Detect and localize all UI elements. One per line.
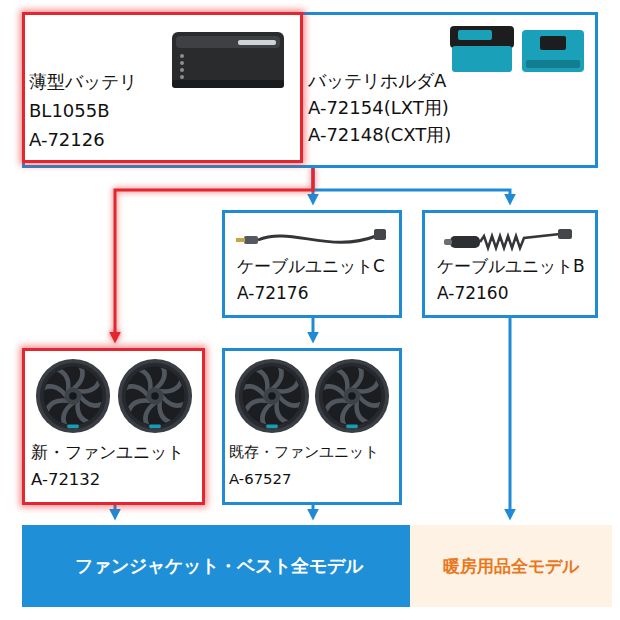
part-number: A-72154(LXT用) — [308, 94, 451, 121]
part-number: A-72126 — [29, 125, 137, 154]
cable-wire — [258, 236, 376, 242]
connector-arrow — [312, 318, 315, 334]
connector-arrow — [115, 168, 313, 334]
text-group: 暖房用品全モデル — [410, 525, 612, 607]
cable-unit-box: ケーブルユニットCA-72176 — [222, 210, 402, 318]
text-group: ケーブルユニットBA-72160 — [437, 253, 585, 307]
text-group: 既存・ファンユニットA-67527 — [229, 439, 379, 493]
text-group: ファンジャケット・ベスト全モデル — [22, 525, 416, 607]
battery-base — [172, 80, 284, 88]
holder-body — [522, 30, 584, 72]
text-group: バッテリホルダAA-72154(LXT用)A-72148(CXT用) — [308, 67, 451, 148]
connector-arrow — [114, 505, 117, 511]
holder-port — [540, 36, 566, 50]
holder-top — [450, 26, 514, 48]
fan-illustrations — [36, 359, 389, 433]
part-number: A-67527 — [229, 466, 379, 493]
holder-body — [452, 46, 512, 72]
cable-c-illustration — [236, 229, 386, 244]
cable-b-illustration — [444, 229, 572, 248]
battery-holder-box: バッテリホルダAA-72154(LXT用)A-72148(CXT用) 薄型バッテリ… — [22, 12, 598, 168]
cable-plug-tip — [444, 239, 452, 245]
connector-arrow — [509, 318, 512, 511]
fan-unit-box: 新・ファンユニットA-72132 — [22, 348, 205, 505]
target-band: 暖房用品全モデル — [410, 525, 612, 607]
part-number: A-72160 — [437, 280, 585, 307]
target-band: ファンジャケット・ベスト全モデル — [22, 525, 416, 607]
part-name: バッテリホルダA — [308, 67, 451, 94]
cable-plug — [244, 236, 258, 244]
part-name: 既存・ファンユニット — [229, 439, 379, 466]
text-group: 薄型バッテリBL1055BA-72126 — [29, 67, 137, 154]
battery-indicator — [180, 54, 184, 58]
fan-unit-box: 既存・ファンユニットA-67527 — [222, 348, 402, 505]
part-name: 暖房用品全モデル — [443, 553, 579, 579]
cable-coil — [480, 234, 560, 248]
cable-plug — [558, 229, 572, 239]
connector-arrow — [313, 168, 510, 196]
text-group: 新・ファンユニットA-72132 — [31, 439, 184, 493]
fan-illustration — [235, 359, 309, 433]
part-name: ファンジャケット・ベスト全モデル — [75, 553, 363, 579]
part-name: ケーブルユニットC — [237, 253, 385, 280]
fan-illustration — [118, 359, 192, 433]
battery-top — [176, 36, 280, 48]
cable-pin — [236, 238, 245, 242]
battery-indicator — [180, 68, 184, 72]
battery-box: 薄型バッテリBL1055BA-72126 — [22, 12, 303, 163]
battery-body — [172, 32, 284, 88]
cable-plug — [374, 229, 386, 240]
battery-illustration — [172, 32, 284, 88]
holder-label — [458, 30, 492, 40]
cable-plug — [450, 236, 480, 248]
part-number: A-72176 — [237, 280, 385, 307]
holder-base — [526, 60, 580, 68]
part-name: 薄型バッテリ — [29, 67, 137, 96]
part-name: ケーブルユニットB — [437, 253, 585, 280]
fan-illustration — [315, 359, 389, 433]
part-name: 新・ファンユニット — [31, 439, 184, 466]
battery-logo-mark — [238, 40, 276, 45]
connector-arrow — [312, 505, 315, 511]
part-number: A-72148(CXT用) — [308, 121, 451, 148]
battery-holder-illustration — [450, 26, 584, 72]
text-group: ケーブルユニットCA-72176 — [237, 253, 385, 307]
cable-unit-box: ケーブルユニットBA-72160 — [422, 210, 598, 318]
battery-indicator — [180, 75, 184, 79]
fan-illustration — [36, 359, 110, 433]
battery-indicator — [180, 61, 184, 65]
part-number: A-72132 — [31, 466, 184, 493]
part-number: BL1055B — [29, 96, 137, 125]
